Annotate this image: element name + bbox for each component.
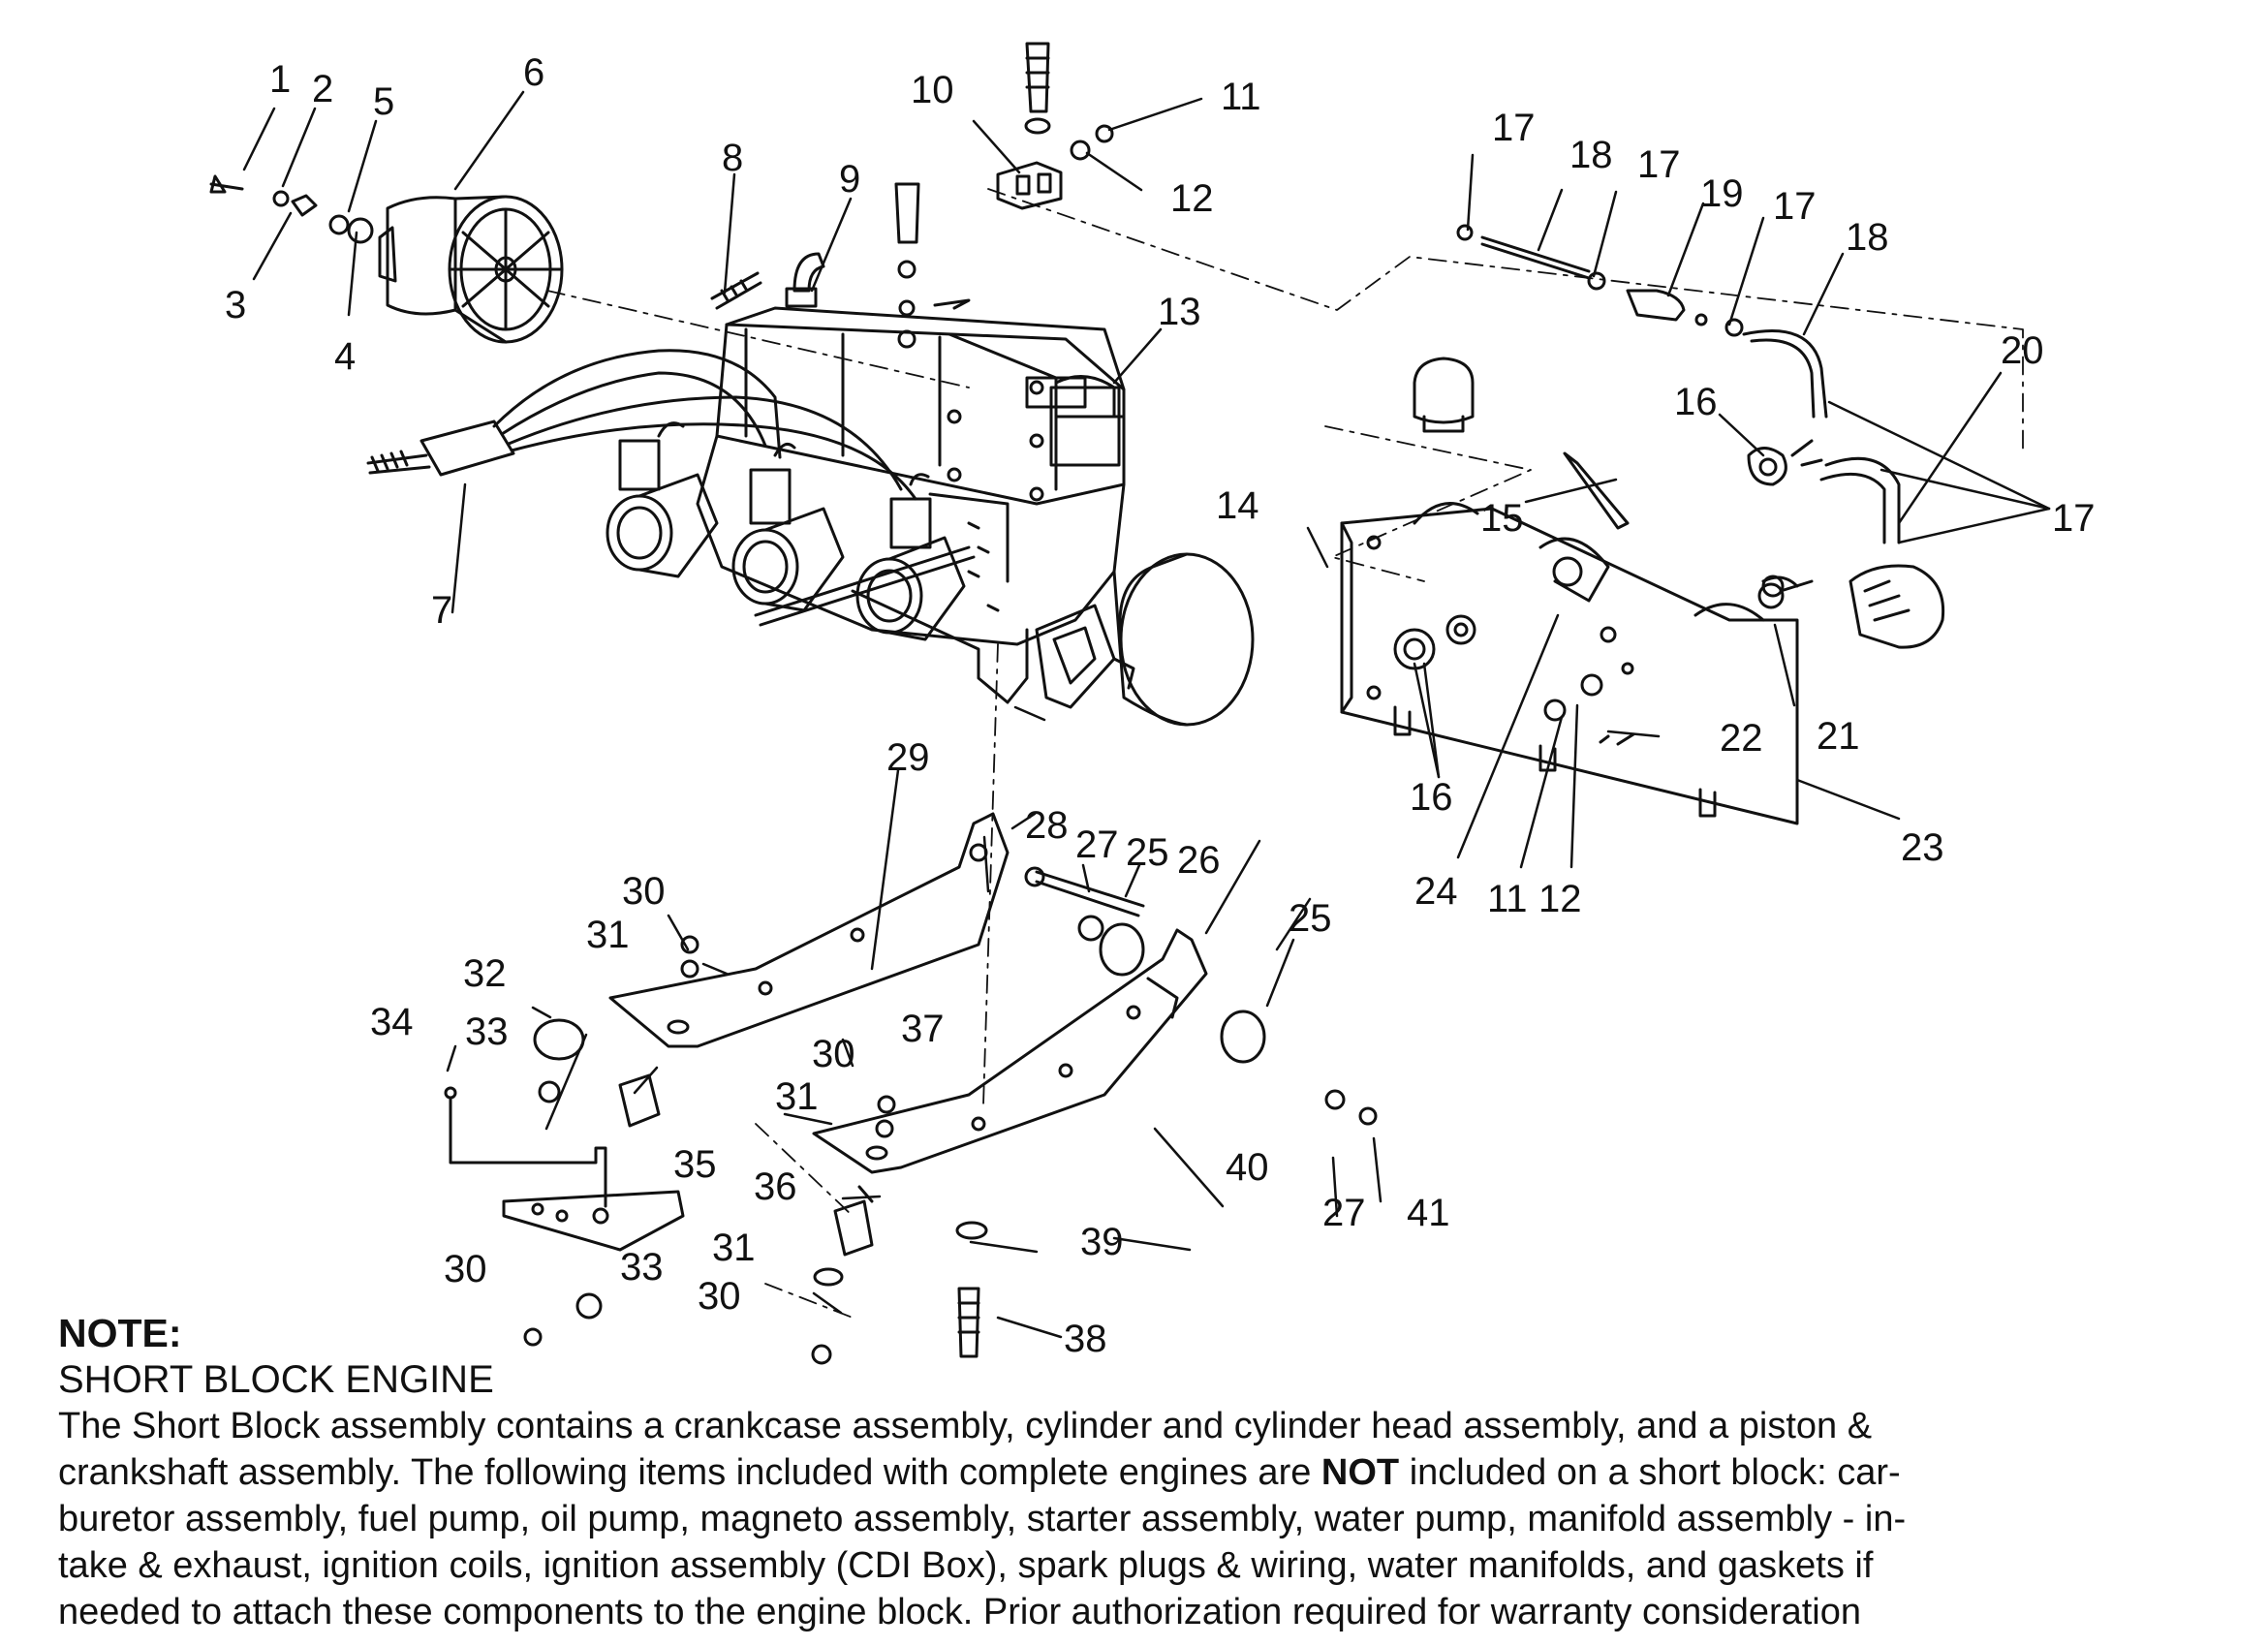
callout-26: 26 (1177, 839, 1221, 882)
callout-35: 35 (673, 1143, 717, 1186)
callout-5: 5 (373, 80, 395, 123)
callout-18-b: 18 (1846, 216, 1889, 259)
engine-block (696, 182, 1255, 727)
leader-lines (242, 90, 2051, 1339)
callout-12-bottom: 12 (1538, 878, 1582, 920)
callout-25-b: 25 (1289, 897, 1332, 940)
callout-9: 9 (839, 158, 861, 201)
callout-11-bottom: 11 (1487, 878, 1528, 920)
callout-25-a: 25 (1126, 831, 1169, 874)
note-line-1: The Short Block assembly contains a cran… (58, 1406, 1873, 1446)
callout-31-c: 31 (712, 1227, 756, 1269)
callout-19: 19 (1700, 172, 1744, 215)
callout-30-a: 30 (622, 870, 666, 913)
callout-21: 21 (1817, 715, 1860, 758)
callout-7: 7 (431, 589, 453, 632)
callout-17-a: 17 (1492, 107, 1536, 149)
callout-33-b: 33 (620, 1246, 664, 1289)
ignition-coil-wiring (366, 349, 917, 501)
note-not-emphasis: NOT (1320, 1452, 1400, 1493)
callout-32: 32 (463, 952, 507, 995)
callout-17-b: 17 (1637, 143, 1681, 186)
callout-33-a: 33 (465, 1010, 509, 1053)
callout-27-a: 27 (1075, 824, 1119, 866)
callout-22: 22 (1720, 717, 1763, 760)
rear-plate-assembly (1340, 224, 1945, 825)
callout-1: 1 (269, 58, 292, 101)
callout-30-c: 30 (444, 1248, 487, 1290)
callout-8: 8 (722, 137, 744, 179)
callout-41: 41 (1407, 1192, 1450, 1234)
callout-6: 6 (523, 51, 545, 94)
note-line-2: crankshaft assembly. The following items… (58, 1449, 2248, 1496)
callout-2: 2 (312, 68, 334, 110)
callout-10: 10 (911, 69, 954, 111)
note-line-2c: included on a short block: car- (1399, 1452, 1901, 1493)
callout-23: 23 (1901, 826, 1944, 869)
note-line-4: take & exhaust, ignition coils, ignition… (58, 1545, 1874, 1586)
callout-20: 20 (2001, 329, 2044, 372)
note-title: SHORT BLOCK ENGINE (58, 1358, 494, 1401)
note-line-5: needed to attach these components to the… (58, 1592, 1862, 1632)
engine-mounts (444, 812, 1378, 1365)
callout-4: 4 (334, 335, 357, 378)
callout-12-top: 12 (1170, 177, 1214, 220)
callout-15: 15 (1480, 497, 1524, 540)
carburetor-assembly (606, 421, 976, 641)
callout-31-a: 31 (586, 914, 630, 956)
callout-28: 28 (1025, 804, 1069, 847)
callout-30-b: 30 (812, 1033, 855, 1075)
callout-16-lower: 16 (1410, 776, 1453, 819)
callout-38: 38 (1064, 1318, 1107, 1360)
callout-24: 24 (1414, 870, 1458, 913)
recoil-starter-assembly (209, 174, 564, 344)
note-line-3: buretor assembly, fuel pump, oil pump, m… (58, 1499, 1907, 1539)
head-bracket-hardware (996, 42, 1114, 210)
callout-11-top: 11 (1221, 76, 1261, 118)
callout-17-c: 17 (1773, 185, 1817, 228)
callout-36: 36 (754, 1165, 797, 1208)
callout-16-upper: 16 (1674, 381, 1718, 423)
callout-40: 40 (1226, 1146, 1269, 1189)
callout-37: 37 (901, 1008, 945, 1050)
note-line-2a: crankshaft assembly. The following items… (58, 1452, 1321, 1493)
callout-27-b: 27 (1322, 1192, 1366, 1234)
alignment-lines (546, 188, 2024, 1319)
callout-14: 14 (1216, 484, 1259, 527)
callout-13: 13 (1158, 291, 1201, 333)
callout-29: 29 (886, 736, 930, 779)
callout-18-a: 18 (1569, 134, 1613, 176)
callout-31-b: 31 (775, 1075, 819, 1118)
callout-34: 34 (370, 1001, 414, 1043)
callout-3: 3 (225, 284, 247, 326)
note-heading: NOTE: (58, 1311, 182, 1355)
callout-39: 39 (1080, 1221, 1124, 1263)
callout-30-d: 30 (698, 1275, 741, 1318)
callout-17-d: 17 (2052, 497, 2096, 540)
short-block-note: NOTE: SHORT BLOCK ENGINE The Short Block… (58, 1310, 2248, 1635)
